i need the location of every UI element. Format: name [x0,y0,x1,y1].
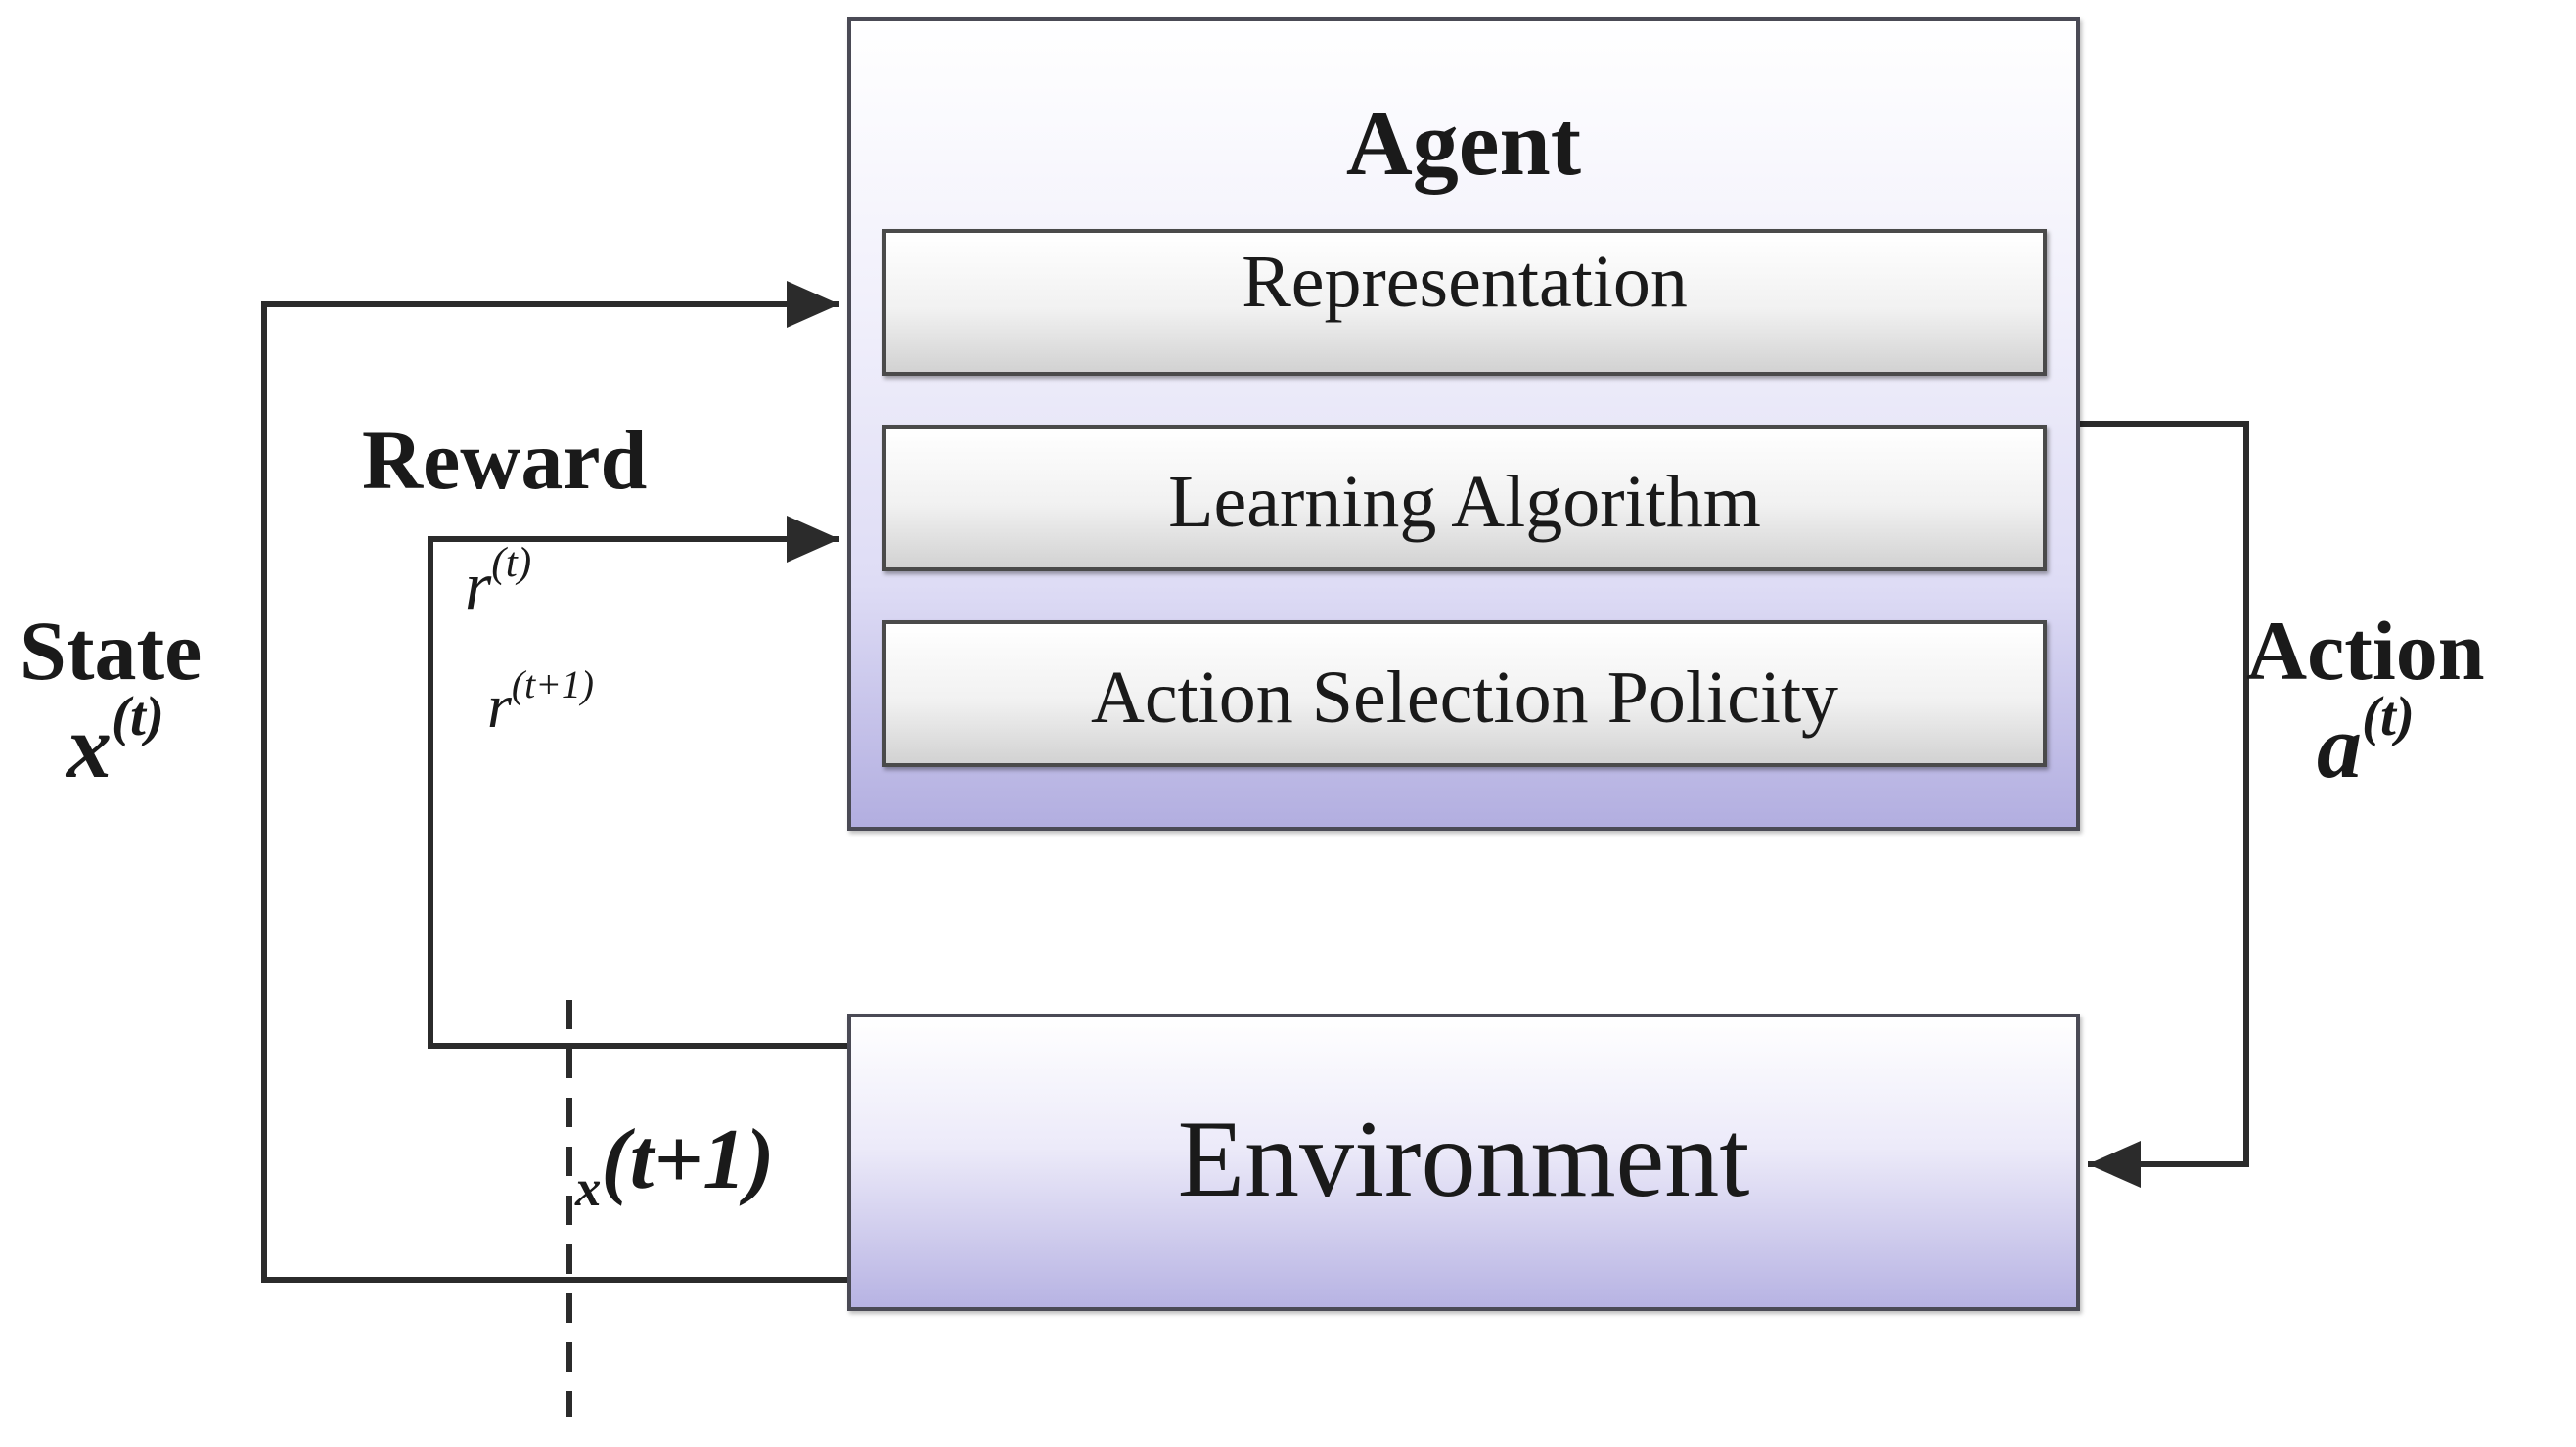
action-sup: (t) [2362,686,2415,748]
next-state-var: x [575,1160,602,1218]
learning-algorithm-module: Learning Algorithm [882,425,2047,571]
action-arrow [2080,421,2249,1188]
representation-module: Representation [882,229,2047,376]
reward-t1-sup: (t+1) [511,663,594,707]
reward-t-sup: (t) [491,539,532,587]
agent-title: Agent [1345,93,1582,195]
state-var: x [67,697,112,796]
state-arrow [261,281,847,1283]
next-state-text: (t+1) [601,1112,775,1207]
reward-t1-var: r [487,671,512,741]
action-label: Action [2246,604,2485,698]
state-symbol: x(t) [67,686,164,798]
next-state-symbol: x(t+1) [575,1110,775,1217]
reward-arrow [428,516,847,1049]
action-selection-policy-module: Action Selection Policity [882,620,2047,767]
state-label: State [20,604,203,698]
action-var: a [2317,697,2362,796]
reward-t1-symbol: r(t+1) [487,663,594,743]
reward-t-var: r [465,549,492,624]
reward-t-symbol: r(t) [465,539,531,626]
state-sup: (t) [112,686,164,748]
action-symbol: a(t) [2317,686,2415,798]
agent-box: Agent Representation Learning Algorithm … [847,17,2080,831]
environment-box: Environment [847,1014,2080,1311]
reward-label: Reward [362,413,648,507]
